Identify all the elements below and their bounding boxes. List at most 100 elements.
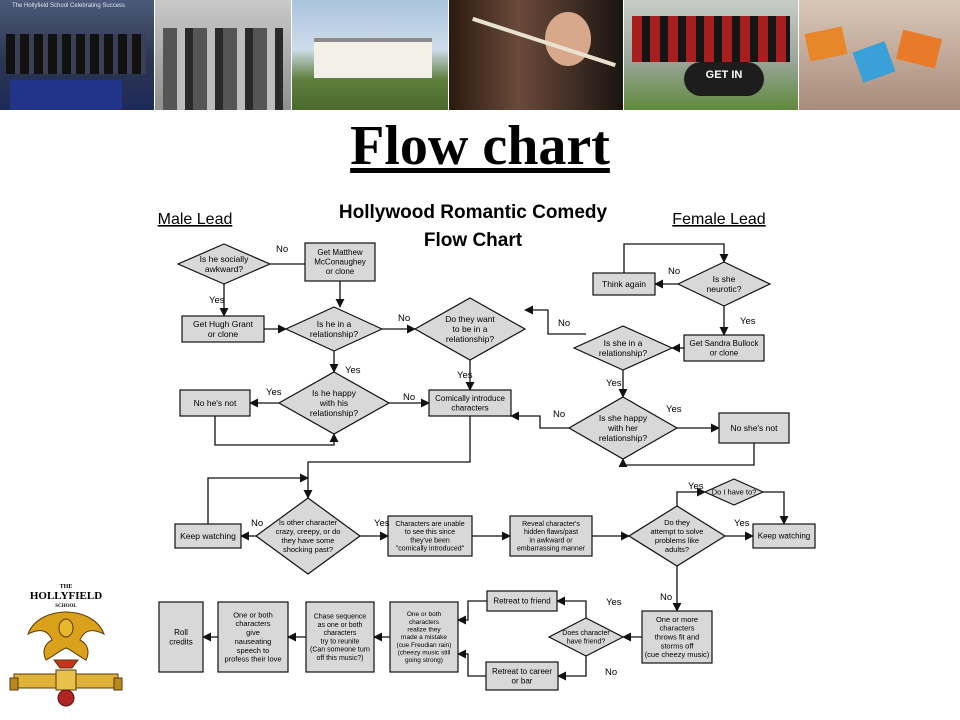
process-box [718, 412, 790, 444]
decision-diamond [254, 497, 362, 575]
edge-label-adults-no: No [660, 592, 672, 603]
node-text: Retreat to career [492, 667, 552, 676]
edge-label-other-yes: Yes [374, 518, 390, 529]
node-text: "comically introduced" [396, 546, 465, 553]
male-lead-label: Male Lead [158, 211, 233, 228]
node-text: adults? [665, 545, 689, 554]
node-text: or clone [208, 329, 239, 339]
edge-label-neurotic-yes: Yes [740, 316, 756, 327]
process-box [387, 515, 473, 557]
node-keep-watching-r: Keep watching [752, 523, 816, 549]
node-text: speech to [237, 646, 270, 655]
process-box [217, 601, 289, 673]
flow-arrow [623, 243, 729, 273]
process-box [179, 389, 251, 417]
edge-label-adults-yes: Yes [734, 518, 750, 529]
decision-diamond [572, 325, 674, 371]
node-text: Think again [602, 279, 646, 289]
node-text: characters [235, 619, 270, 628]
node-text: characters [451, 403, 488, 412]
edge-label-friend-no: No [605, 667, 617, 678]
node-text: awkward? [205, 264, 244, 274]
node-text: Do I have to? [712, 487, 757, 496]
node-text: or clone [326, 267, 355, 276]
node-text: Is she happy [599, 413, 648, 423]
node-text: Is other character [279, 518, 338, 527]
node-text: No she's not [731, 423, 779, 433]
node-text: shocking past? [283, 545, 333, 554]
node-text: attempt to solve [651, 527, 704, 536]
node-text: throws fit and [655, 632, 700, 641]
flow-arrow [557, 656, 587, 681]
edge-label-other-no: No [251, 518, 263, 529]
node-text: or clone [710, 348, 739, 357]
node-text: No he's not [194, 398, 237, 408]
node-q-have-to: Do I have to? [703, 478, 765, 506]
node-text: (cue cheezy music) [645, 650, 710, 659]
edge-label-she-rel-yes: Yes [606, 378, 622, 389]
school-crest: THE HOLLYFIELD SCHOOL [9, 584, 123, 707]
process-box [683, 334, 765, 362]
node-text: have friend? [567, 638, 606, 645]
process-box [752, 523, 816, 549]
node-text: Reveal character's [522, 521, 580, 528]
process-box [174, 523, 242, 549]
edge-label-want-yes: Yes [457, 370, 473, 381]
node-speech: One or bothcharactersgivenauseatingspeec… [217, 601, 289, 673]
node-text: relationship? [310, 408, 358, 418]
node-text: Get Hugh Grant [193, 319, 254, 329]
flow-arrow [457, 649, 486, 677]
node-text: Is he happy [312, 388, 357, 398]
node-think-again: Think again [592, 272, 656, 296]
node-text: characters [409, 619, 440, 626]
node-text: characters [659, 624, 694, 633]
node-text: One or more [656, 615, 698, 624]
decision-diamond [547, 617, 625, 657]
node-text: Do they want [445, 314, 495, 324]
node-text: going strong) [405, 657, 443, 664]
flow-arrow [763, 491, 789, 525]
process-box [485, 661, 559, 691]
node-text: Get Matthew [317, 248, 363, 257]
violin-photo [449, 0, 623, 110]
edge-label-he-happy-no: No [403, 392, 415, 403]
flowchart-title-line-1: Hollywood Romantic Comedy [339, 202, 608, 223]
flow-arrow [510, 411, 569, 429]
decision-diamond [413, 297, 527, 361]
node-no-shes-not: No she's not [718, 412, 790, 444]
node-text: made a mistake [401, 634, 447, 641]
flow-arrow [214, 416, 339, 446]
flow-arrow [556, 596, 587, 618]
edge-label-he-happy-yes: Yes [266, 387, 282, 398]
female-lead-label: Female Lead [672, 211, 765, 228]
decision-diamond [176, 243, 272, 285]
node-text: relationship? [599, 348, 647, 358]
decision-diamond [627, 505, 727, 567]
node-text: Chase sequence [314, 614, 367, 621]
node-text: (Can someone turn [310, 647, 370, 654]
node-text: profess their love [224, 655, 281, 664]
node-text: Do they [664, 518, 690, 527]
node-text: relationship? [599, 433, 647, 443]
node-text: characters [324, 630, 357, 637]
edge-label-neurotic-no: No [668, 266, 680, 277]
process-box [304, 242, 376, 282]
edge-label-social-yes: Yes [209, 295, 225, 306]
process-box [305, 601, 375, 673]
node-text: One or both [233, 610, 273, 619]
node-text: Comically introduce [435, 394, 505, 403]
node-text: McConaughey [314, 258, 366, 267]
node-text: off this music?) [317, 655, 364, 662]
students-signs-photo [799, 0, 960, 110]
